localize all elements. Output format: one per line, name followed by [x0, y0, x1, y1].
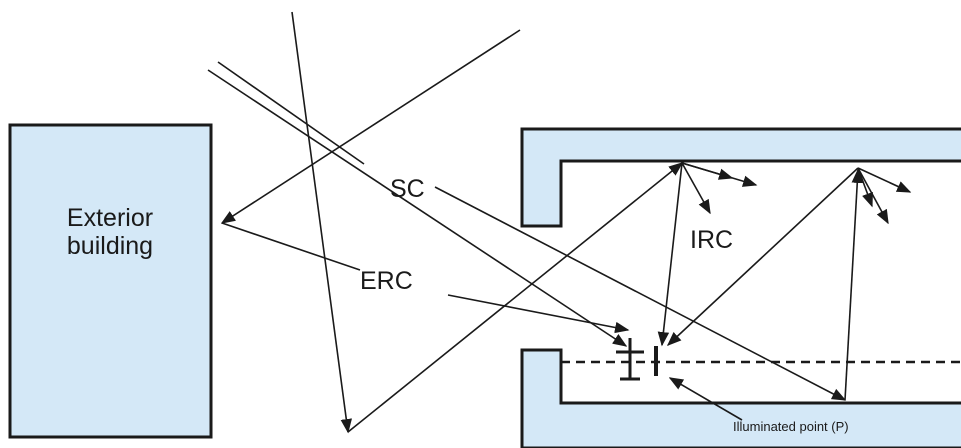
sc-label: SC	[390, 175, 425, 203]
observer-cross-symbol	[616, 338, 644, 381]
erc-label: ERC	[360, 267, 413, 295]
externally-reflected-rays	[220, 29, 630, 334]
ground-reflected-ray	[291, 11, 684, 434]
room-lower-wall	[520, 348, 961, 448]
exterior-building-label-line1: Exterior	[67, 204, 153, 232]
illuminated-point-leader	[668, 377, 743, 421]
illuminated-point-label: Illuminated point (P)	[733, 419, 849, 434]
irc-label: IRC	[690, 226, 733, 254]
room-upper-wall	[520, 127, 961, 228]
internally-reflected-rays	[657, 162, 912, 401]
exterior-building-label-line2: building	[67, 232, 153, 260]
exterior-building	[8, 123, 213, 439]
